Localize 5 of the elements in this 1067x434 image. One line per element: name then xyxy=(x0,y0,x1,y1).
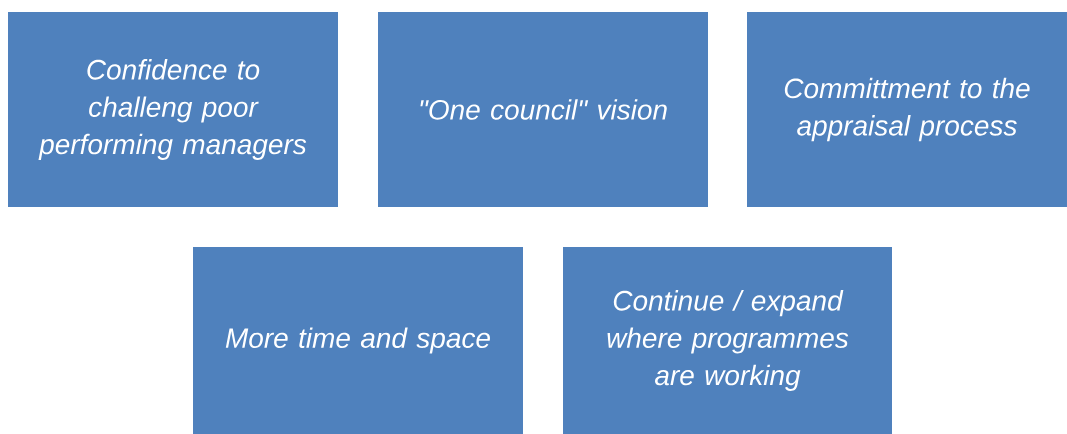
text-box: More time and space xyxy=(193,247,523,434)
text-box: Continue / expand where programmes are working xyxy=(563,247,892,434)
text-box: Confidence to challeng poor performing managers xyxy=(8,12,338,207)
text-box: Committment to the appraisal process xyxy=(747,12,1067,207)
text-box: "One council" vision xyxy=(378,12,708,207)
